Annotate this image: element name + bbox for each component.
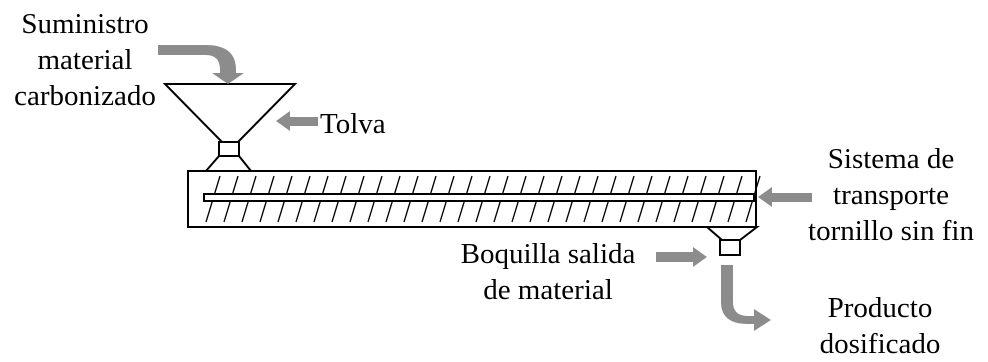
- nozzle-label: Boquilla salida de material: [448, 236, 648, 308]
- conveyor-arrow: [758, 187, 812, 207]
- conveyor-label-line-2: transporte: [833, 179, 949, 211]
- conveyor-label-line-1: Sistema de: [827, 143, 955, 175]
- hopper-arrow: [276, 111, 318, 131]
- hopper-base: [203, 155, 254, 172]
- nozzle-label-line-1: Boquilla salida: [460, 238, 636, 270]
- product-label: Producto dosificado: [800, 290, 960, 362]
- supply-label-line-2: material: [37, 44, 133, 76]
- nozzle-label-line-2: de material: [483, 274, 613, 306]
- nozzle-neck: [719, 239, 741, 256]
- product-label-line-1: Producto: [827, 292, 933, 324]
- hopper: [162, 83, 298, 172]
- arrows: [158, 45, 812, 331]
- conveyor: [187, 170, 761, 228]
- hopper-neck: [218, 141, 240, 157]
- product-arrow: [721, 265, 771, 331]
- outlet-nozzle: [704, 226, 760, 256]
- supply-label: Suministro material carbonizado: [6, 6, 164, 114]
- supply-label-line-3: carbonizado: [14, 80, 156, 112]
- hopper-label: Tolva: [320, 106, 386, 142]
- nozzle-arrow: [656, 247, 707, 267]
- screw-shaft: [203, 193, 755, 202]
- conveyor-label: Sistema de transporte tornillo sin fin: [796, 141, 986, 249]
- nozzle-funnel: [704, 226, 760, 241]
- conveyor-label-line-3: tornillo sin fin: [808, 215, 974, 247]
- hopper-funnel: [162, 83, 298, 143]
- supply-label-line-1: Suministro: [21, 8, 149, 40]
- supply-arrow: [158, 45, 244, 84]
- hopper-label-text: Tolva: [320, 108, 386, 140]
- product-label-line-2: dosificado: [819, 328, 941, 360]
